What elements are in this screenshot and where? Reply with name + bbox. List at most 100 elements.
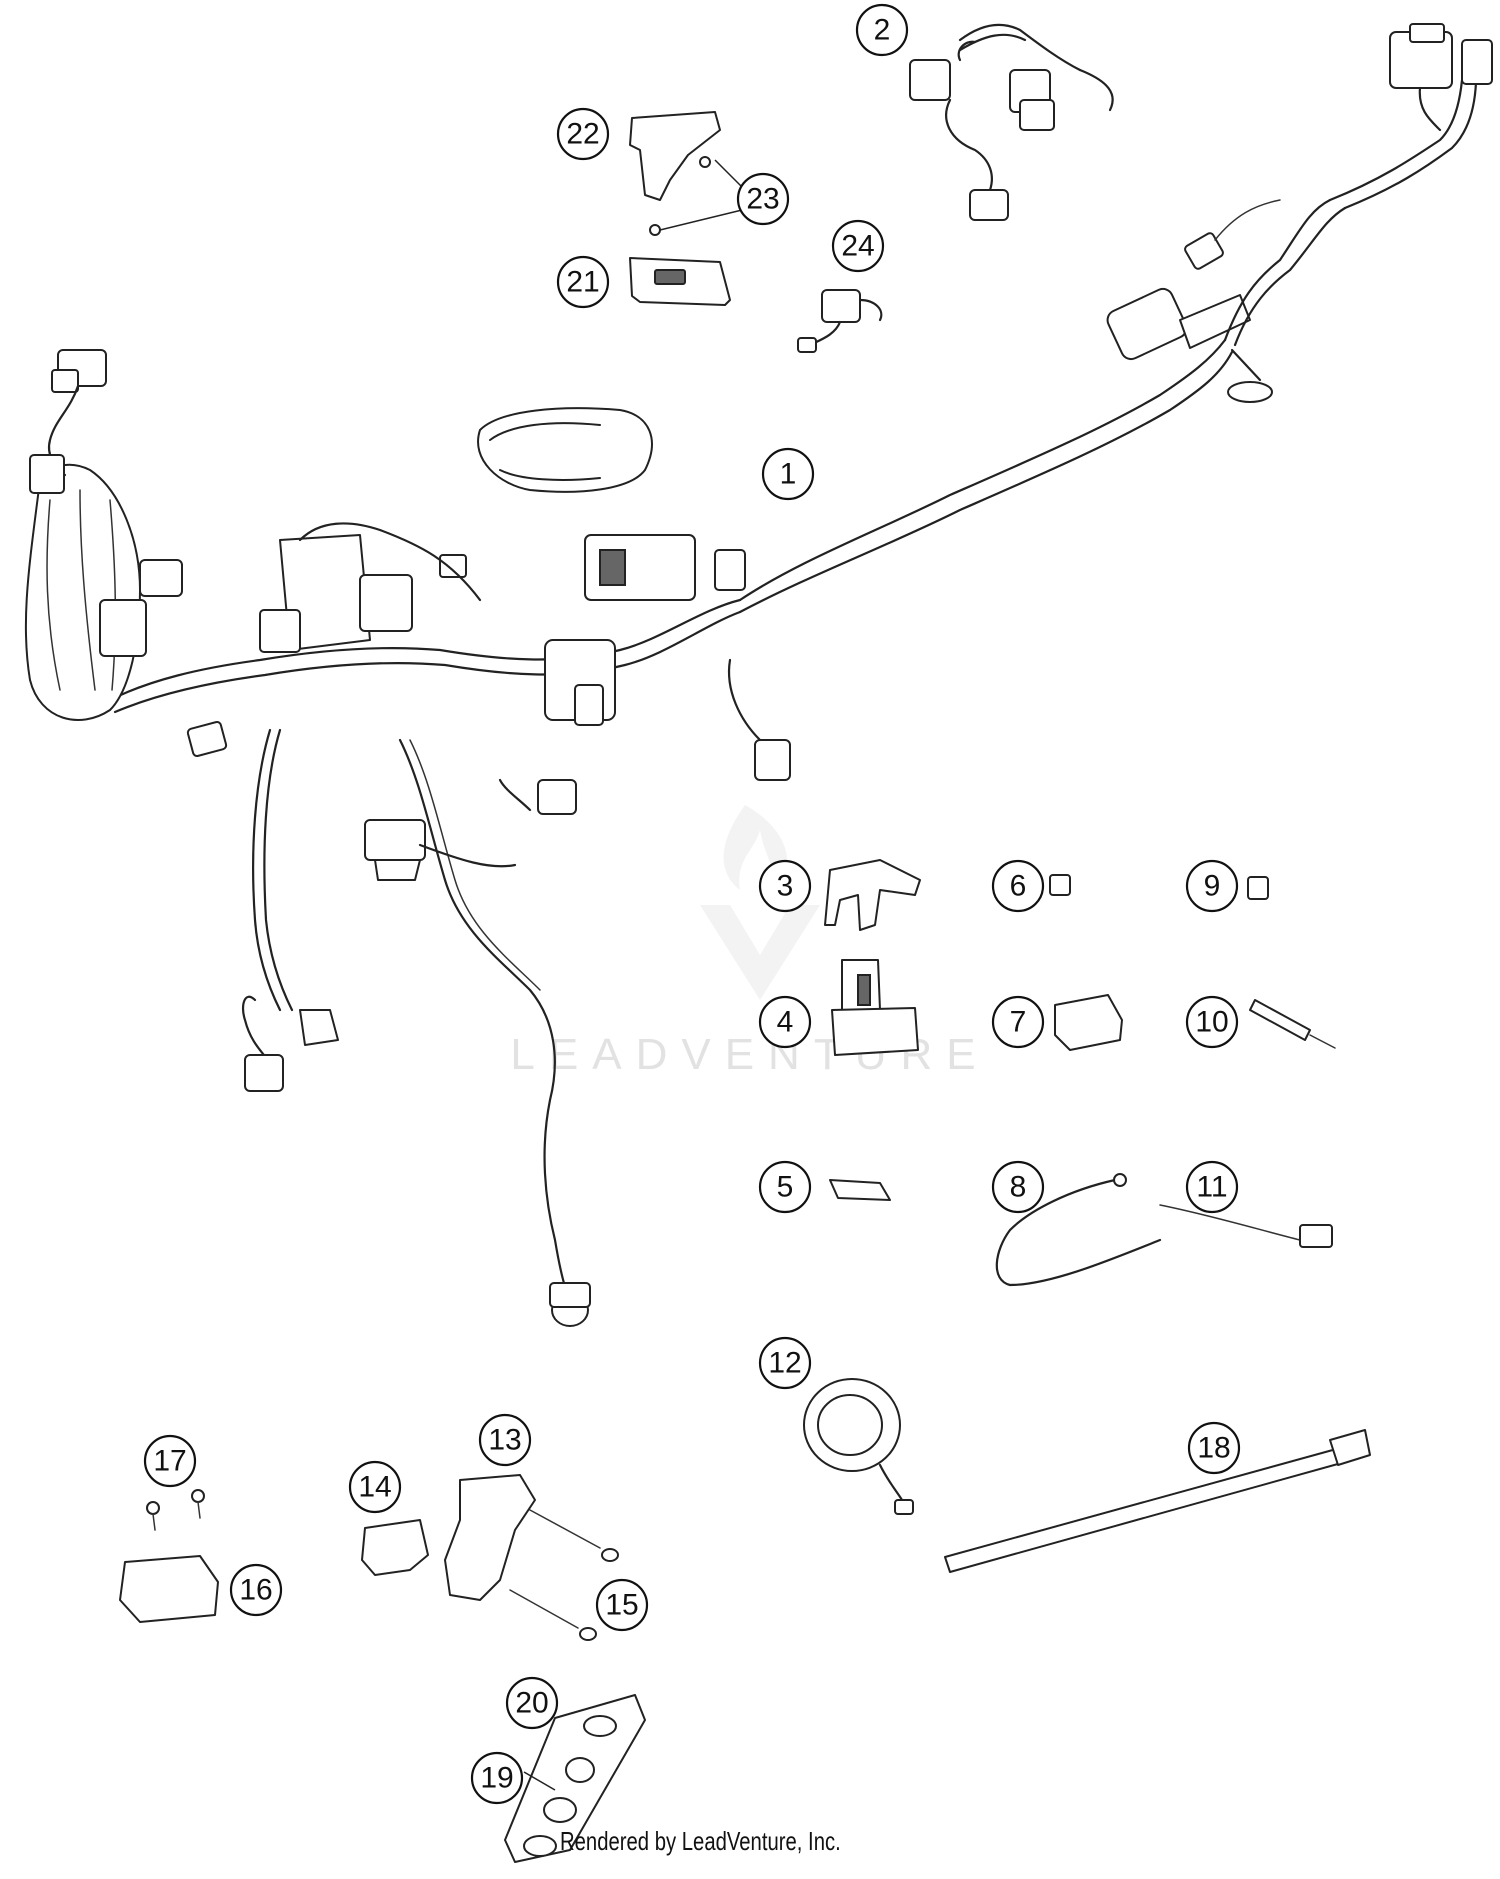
callout-3: 3 [758, 859, 812, 913]
horn-12 [803, 1378, 914, 1515]
callout-circle [991, 859, 1045, 913]
callout-16: 16 [229, 1563, 283, 1617]
screw-23-lower [649, 224, 661, 236]
callout-number: 19 [480, 1762, 513, 1795]
bracket-22 [629, 111, 721, 201]
callout-circle [758, 995, 812, 1049]
bolts-15 [509, 1509, 619, 1641]
callout-18: 18 [1187, 1421, 1241, 1475]
relay-4 [831, 959, 919, 1056]
control-unit-21 [629, 257, 731, 306]
callout-number: 5 [777, 1171, 794, 1204]
fuse-box-7 [1054, 994, 1123, 1051]
callout-21: 21 [556, 255, 610, 309]
callout-number: 13 [488, 1424, 521, 1457]
callout-circle [470, 1751, 524, 1805]
callout-number: 8 [1010, 1171, 1027, 1204]
leader-lines [519, 159, 744, 1791]
callout-6: 6 [991, 859, 1045, 913]
screws-17 [146, 1489, 205, 1531]
switch-14 [361, 1519, 429, 1576]
callout-7: 7 [991, 995, 1045, 1049]
callout-5: 5 [758, 1160, 812, 1214]
callout-number: 15 [605, 1589, 638, 1622]
callout-20: 20 [505, 1676, 559, 1730]
callout-number: 6 [1010, 870, 1027, 903]
callout-circle [758, 1336, 812, 1390]
callout-8: 8 [991, 1160, 1045, 1214]
callout-circle [478, 1413, 532, 1467]
screw-23-upper [699, 156, 711, 168]
callout-23: 23 [736, 172, 790, 226]
callout-circle [505, 1676, 559, 1730]
callout-circle [1185, 1160, 1239, 1214]
callout-circle [556, 255, 610, 309]
callout-number: 7 [1010, 1006, 1027, 1039]
callout-19: 19 [470, 1751, 524, 1805]
callout-24: 24 [831, 219, 885, 273]
callout-number: 18 [1197, 1432, 1230, 1465]
callout-circle [855, 3, 909, 57]
callout-12: 12 [758, 1336, 812, 1390]
sub-harness-2 [909, 23, 1114, 221]
callout-circle [1187, 1421, 1241, 1475]
callout-10: 10 [1185, 995, 1239, 1049]
main-wiring-harness [24, 23, 1493, 1327]
sensor-24 [797, 289, 883, 353]
callout-9: 9 [1185, 859, 1239, 913]
callout-number: 4 [777, 1006, 794, 1039]
socket-set-19-20 [504, 1694, 646, 1863]
callout-circle [761, 447, 815, 501]
fuse-9 [1247, 876, 1269, 900]
callout-circle [143, 1434, 197, 1488]
callout-number: 12 [768, 1347, 801, 1380]
callout-number: 10 [1195, 1006, 1228, 1039]
callout-1: 1 [761, 447, 815, 501]
cable-tie-18 [944, 1429, 1371, 1573]
callout-22: 22 [556, 107, 610, 161]
callout-number: 20 [515, 1687, 548, 1720]
callout-number: 23 [746, 183, 779, 216]
callout-14: 14 [348, 1460, 402, 1514]
callout-circle [1185, 859, 1239, 913]
callout-circle [991, 995, 1045, 1049]
callout-number: 9 [1204, 870, 1221, 903]
callout-number: 3 [777, 870, 794, 903]
footer-credit: Rendered by LeadVenture, Inc. [560, 1826, 841, 1856]
terminal-pin-10 [1249, 999, 1336, 1049]
callout-circle [736, 172, 790, 226]
bracket-13 [444, 1474, 536, 1601]
regulator-16 [119, 1555, 219, 1623]
watermark-logo [700, 805, 820, 1000]
callout-17: 17 [143, 1434, 197, 1488]
callout-circle [556, 107, 610, 161]
callout-number: 16 [239, 1574, 272, 1607]
callout-number: 21 [566, 266, 599, 299]
callout-circle [831, 219, 885, 273]
callout-number: 11 [1196, 1171, 1227, 1204]
callout-number: 14 [358, 1471, 391, 1504]
callout-number: 22 [566, 118, 599, 151]
callout-13: 13 [478, 1413, 532, 1467]
callout-15: 15 [595, 1578, 649, 1632]
callout-circle [348, 1460, 402, 1514]
callout-circle [1185, 995, 1239, 1049]
callout-number: 2 [874, 14, 891, 47]
callout-circle [991, 1160, 1045, 1214]
fuse-strip-5 [829, 1179, 891, 1201]
wire-lead-11 [1159, 1204, 1333, 1248]
callout-circle [229, 1563, 283, 1617]
callout-number: 1 [780, 458, 797, 491]
connector-cover-3 [824, 859, 921, 931]
cable-8 [995, 1173, 1162, 1287]
callout-number: 24 [841, 230, 874, 263]
callout-11: 11 [1185, 1160, 1239, 1214]
callout-number: 17 [153, 1445, 186, 1478]
callout-circle [758, 1160, 812, 1214]
callout-2: 2 [855, 3, 909, 57]
callout-circle [758, 859, 812, 913]
callout-circle [595, 1578, 649, 1632]
